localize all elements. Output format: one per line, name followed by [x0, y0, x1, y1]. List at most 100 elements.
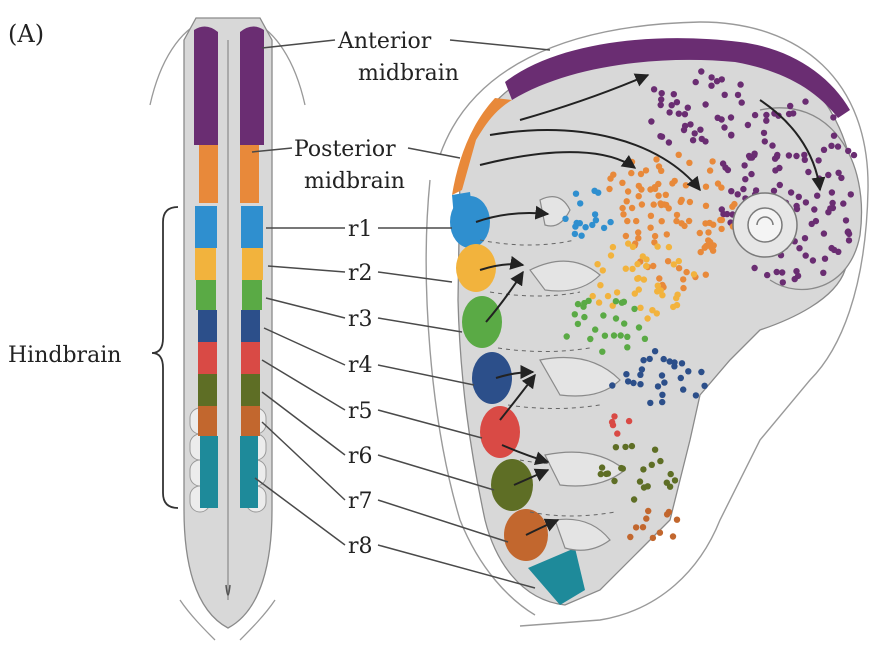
neural-crest-dot-anterior-midbrain	[831, 133, 837, 139]
neural-crest-dot-posterior-midbrain	[683, 182, 689, 188]
neural-crest-dot-posterior-midbrain	[707, 167, 713, 173]
neural-crest-dot-anterior-midbrain	[821, 147, 827, 153]
neural-crest-dot-r3	[602, 333, 608, 339]
neural-crest-dot-anterior-midbrain	[848, 191, 854, 197]
neural-crest-dot-anterior-midbrain	[702, 101, 708, 107]
label-r4: r4	[348, 353, 373, 378]
neural-crest-dot-r6	[613, 444, 619, 450]
label-r2: r2	[348, 261, 373, 286]
neural-crest-dot-anterior-midbrain	[728, 132, 734, 138]
neural-crest-dot-anterior-midbrain	[666, 109, 672, 115]
neural-crest-dot-r1	[595, 190, 601, 196]
neural-crest-dot-posterior-midbrain	[648, 213, 654, 219]
neural-crest-dot-r3	[613, 298, 619, 304]
neural-crest-dot-r4	[609, 382, 615, 388]
neural-crest-dot-r2	[673, 295, 679, 301]
neural-crest-dot-anterior-midbrain	[648, 118, 654, 124]
neural-crest-dot-r1	[593, 217, 599, 223]
neural-crest-dot-r4	[678, 375, 684, 381]
neural-crest-dot-r4	[655, 383, 661, 389]
neural-crest-dot-r1	[577, 220, 583, 226]
neural-crest-dot-r2	[634, 276, 640, 282]
neural-crest-dot-anterior-midbrain	[788, 189, 794, 195]
neural-crest-dot-anterior-midbrain	[845, 228, 851, 234]
neural-crest-dot-anterior-midbrain	[810, 257, 816, 263]
neural-crest-dot-anterior-midbrain	[658, 102, 664, 108]
neural-crest-dot-posterior-midbrain	[633, 218, 639, 224]
neural-crest-dot-anterior-midbrain	[814, 193, 820, 199]
neural-crest-dot-r7	[627, 534, 633, 540]
neural-crest-dot-anterior-midbrain	[821, 230, 827, 236]
neural-crest-dot-anterior-midbrain	[777, 182, 783, 188]
neural-crest-dot-r2	[605, 293, 611, 299]
neural-crest-dot-r2	[640, 253, 646, 259]
hindbrain-bracket	[152, 207, 178, 508]
neural-crest-dot-posterior-midbrain	[638, 171, 644, 177]
neural-crest-dot-anterior-midbrain	[822, 256, 828, 262]
neural-crest-dot-r1	[601, 225, 607, 231]
label-anterior-midbrain-line1: Anterior	[337, 29, 432, 54]
neural-crest-dot-posterior-midbrain	[624, 218, 630, 224]
neural-crest-dot-anterior-midbrain	[846, 237, 852, 243]
neural-crest-dot-anterior-midbrain	[740, 186, 746, 192]
neural-crest-dot-r2	[623, 266, 629, 272]
neural-crest-dot-r3	[631, 306, 637, 312]
neural-crest-dot-anterior-midbrain	[659, 90, 665, 96]
neural-crest-dot-r3	[564, 333, 570, 339]
neural-crest-dot-r7	[657, 530, 663, 536]
neural-crest-dot-r1	[607, 219, 613, 225]
neural-crest-dot-posterior-midbrain	[669, 180, 675, 186]
neural-crest-dot-anterior-midbrain	[741, 162, 747, 168]
label-r6: r6	[348, 444, 373, 469]
neural-crest-dot-r3	[611, 332, 617, 338]
neural-crest-dot-r6	[631, 496, 637, 502]
neural-crest-dot-posterior-midbrain	[680, 285, 686, 291]
neural-crest-dot-posterior-midbrain	[702, 220, 708, 226]
neural-crest-dot-r2	[608, 252, 614, 258]
neural-crest-dot-anterior-midbrain	[666, 139, 672, 145]
neural-crest-dot-r4	[630, 380, 636, 386]
neural-crest-dot-r7	[645, 508, 651, 514]
neural-crest-dot-r6	[629, 443, 635, 449]
neural-crest-dot-posterior-midbrain	[623, 233, 629, 239]
neural-crest-dot-r6	[664, 480, 670, 486]
neural-crest-dot-r1	[573, 191, 579, 197]
neural-crest-dot-r2	[649, 307, 655, 313]
neural-crest-dot-r6	[672, 477, 678, 483]
neural-crest-dot-r3	[619, 300, 625, 306]
neural-crest-dot-anterior-midbrain	[674, 99, 680, 105]
neural-crest-dot-anterior-midbrain	[787, 103, 793, 109]
neural-crest-dot-r3	[585, 298, 591, 304]
neural-crest-dot-anterior-midbrain	[735, 191, 741, 197]
neural-crest-dot-r1	[578, 233, 584, 239]
neural-crest-dot-anterior-midbrain	[697, 127, 703, 133]
neural-crest-dot-anterior-midbrain	[828, 143, 834, 149]
neural-crest-dot-r4	[659, 392, 665, 398]
neural-crest-dot-r4	[647, 400, 653, 406]
neural-crest-dot-r5	[614, 430, 620, 436]
neural-crest-dot-posterior-midbrain	[674, 212, 680, 218]
neural-crest-dot-anterior-midbrain	[751, 152, 757, 158]
neural-crest-dot-anterior-midbrain	[748, 171, 754, 177]
neural-crest-dot-r3	[599, 349, 605, 355]
neural-crest-dot-r4	[679, 360, 685, 366]
neural-crest-dot-anterior-midbrain	[682, 111, 688, 117]
neural-crest-dot-posterior-midbrain	[659, 218, 665, 224]
neural-crest-dot-r3	[575, 321, 581, 327]
neural-crest-dot-anterior-midbrain	[843, 217, 849, 223]
neural-crest-dot-r7	[670, 533, 676, 539]
neural-crest-dot-r6	[649, 462, 655, 468]
neural-crest-dot-anterior-midbrain	[829, 189, 835, 195]
neural-crest-dot-anterior-midbrain	[786, 152, 792, 158]
neural-crest-dot-posterior-midbrain	[607, 175, 613, 181]
neural-crest-dot-anterior-midbrain	[720, 160, 726, 166]
neural-crest-dot-r2	[670, 304, 676, 310]
neural-crest-dot-r4	[698, 369, 704, 375]
neural-crest-dot-anterior-midbrain	[829, 200, 835, 206]
neural-crest-dot-posterior-midbrain	[705, 229, 711, 235]
neural-crest-dot-posterior-midbrain	[639, 201, 645, 207]
neural-crest-dot-anterior-midbrain	[763, 112, 769, 118]
neural-crest-dot-anterior-midbrain	[825, 172, 831, 178]
neural-crest-dot-anterior-midbrain	[774, 152, 780, 158]
neural-crest-dot-anterior-midbrain	[761, 130, 767, 136]
